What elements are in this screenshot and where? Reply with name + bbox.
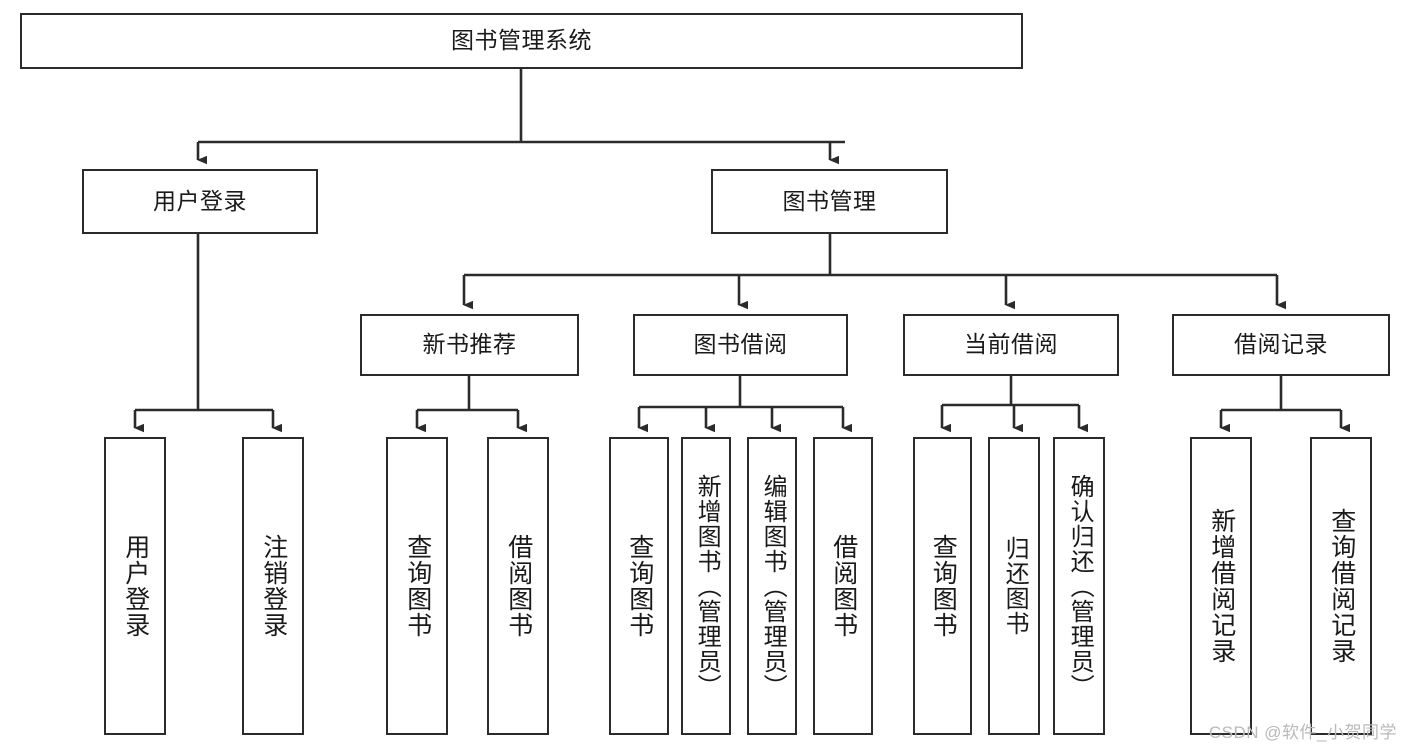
node-leaf-query-book-1[interactable]: 查询图书 bbox=[386, 437, 448, 735]
node-leaf-query-book-3[interactable]: 查询图书 bbox=[913, 437, 972, 735]
node-leaf-edit-book-label: 编辑图书（管理员） bbox=[759, 473, 787, 699]
node-user-login-label: 用户登录 bbox=[153, 187, 247, 214]
node-new-book-rec[interactable]: 新书推荐 bbox=[360, 314, 579, 376]
node-borrow-records-label: 借阅记录 bbox=[1234, 331, 1328, 358]
node-leaf-add-record[interactable]: 新增借阅记录 bbox=[1190, 437, 1252, 735]
node-leaf-query-book-3-label: 查询图书 bbox=[929, 534, 958, 638]
node-book-borrow[interactable]: 图书借阅 bbox=[633, 314, 848, 376]
node-user-login[interactable]: 用户登录 bbox=[82, 169, 318, 234]
node-current-borrow-label: 当前借阅 bbox=[964, 331, 1058, 358]
node-leaf-return-book[interactable]: 归还图书 bbox=[988, 437, 1040, 735]
node-leaf-query-record-label: 查询借阅记录 bbox=[1327, 508, 1356, 664]
node-current-borrow[interactable]: 当前借阅 bbox=[903, 314, 1119, 376]
node-leaf-user-login-label: 用户登录 bbox=[121, 534, 150, 638]
node-borrow-records[interactable]: 借阅记录 bbox=[1172, 314, 1390, 376]
node-leaf-query-record[interactable]: 查询借阅记录 bbox=[1310, 437, 1372, 735]
node-leaf-borrow-book-2[interactable]: 借阅图书 bbox=[813, 437, 873, 735]
node-leaf-add-book[interactable]: 新增图书（管理员） bbox=[681, 437, 731, 735]
node-book-mgmt[interactable]: 图书管理 bbox=[711, 169, 948, 234]
node-leaf-confirm-return[interactable]: 确认归还（管理员） bbox=[1053, 437, 1105, 735]
node-leaf-add-book-label: 新增图书（管理员） bbox=[693, 473, 721, 699]
node-leaf-logout[interactable]: 注销登录 bbox=[242, 437, 304, 735]
node-leaf-borrow-book-2-label: 借阅图书 bbox=[829, 534, 858, 638]
node-leaf-add-record-label: 新增借阅记录 bbox=[1207, 508, 1236, 664]
node-leaf-logout-label: 注销登录 bbox=[259, 534, 288, 638]
node-book-mgmt-label: 图书管理 bbox=[782, 187, 877, 214]
node-new-book-rec-label: 新书推荐 bbox=[422, 331, 517, 358]
node-leaf-query-book-2-label: 查询图书 bbox=[625, 534, 654, 638]
node-root-label: 图书管理系统 bbox=[451, 27, 592, 54]
node-root[interactable]: 图书管理系统 bbox=[20, 13, 1023, 69]
node-leaf-query-book-1-label: 查询图书 bbox=[403, 534, 432, 638]
node-leaf-borrow-book-1[interactable]: 借阅图书 bbox=[487, 437, 549, 735]
node-leaf-query-book-2[interactable]: 查询图书 bbox=[609, 437, 669, 735]
node-leaf-return-book-label: 归还图书 bbox=[1001, 536, 1029, 636]
node-leaf-borrow-book-1-label: 借阅图书 bbox=[504, 534, 533, 638]
node-book-borrow-label: 图书借阅 bbox=[693, 331, 788, 358]
csdn-watermark: CSDN @软件_小贺同学 bbox=[1208, 723, 1397, 742]
node-leaf-user-login[interactable]: 用户登录 bbox=[104, 437, 166, 735]
node-leaf-confirm-return-label: 确认归还（管理员） bbox=[1066, 473, 1094, 699]
node-leaf-edit-book[interactable]: 编辑图书（管理员） bbox=[747, 437, 797, 735]
